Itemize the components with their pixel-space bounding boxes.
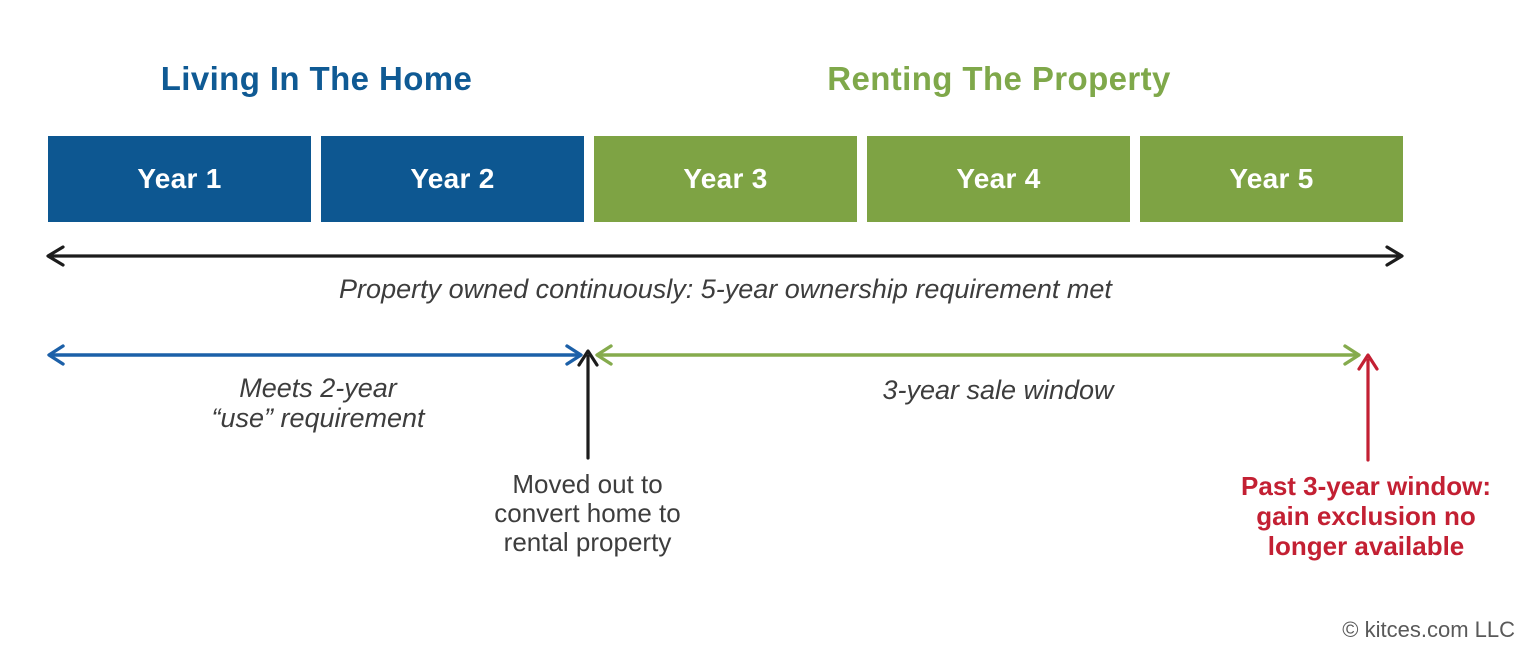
year-1-block: Year 1 [48, 136, 311, 222]
year-3-block: Year 3 [594, 136, 857, 222]
past-window-up-arrow [1357, 353, 1379, 462]
renting-property-header: Renting The Property [827, 60, 1171, 97]
use-requirement-line-1: Meets 2-year [239, 373, 397, 403]
year-bar-row: Year 1 Year 2 Year 3 Year 4 Year 5 [48, 136, 1403, 222]
ownership-caption: Property owned continuously: 5-year owne… [339, 274, 1112, 304]
moved-out-line-1: Moved out to [512, 469, 663, 499]
year-2-block: Year 2 [321, 136, 584, 222]
living-in-home-header: Living In The Home [160, 60, 473, 97]
past-window-line-1: Past 3-year window: [1241, 471, 1491, 501]
moved-out-line-3: rental property [503, 527, 672, 557]
use-requirement-line-2: “use” requirement [211, 403, 425, 433]
past-window-line-3: longer available [1267, 531, 1465, 561]
use-requirement-double-arrow [47, 344, 583, 366]
past-window-line-2: gain exclusion no [1256, 501, 1476, 531]
ownership-double-arrow [46, 245, 1404, 267]
copyright-notice: © kitces.com LLC [1342, 617, 1515, 642]
sale-window-caption: 3-year sale window [882, 375, 1114, 405]
year-5-block: Year 5 [1140, 136, 1403, 222]
sale-window-double-arrow [595, 344, 1361, 366]
use-requirement-caption: Meets 2-year “use” requirement [48, 373, 588, 433]
past-window-caption: Past 3-year window: gain exclusion no lo… [1205, 471, 1527, 561]
moved-out-caption: Moved out to convert home to rental prop… [420, 470, 755, 557]
year-4-block: Year 4 [867, 136, 1130, 222]
moved-out-line-2: convert home to [494, 498, 681, 528]
